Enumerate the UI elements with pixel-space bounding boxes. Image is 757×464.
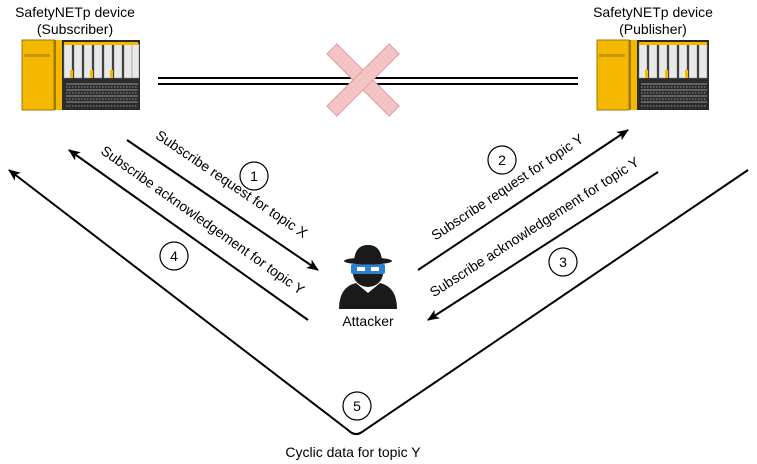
arrow-m2 bbox=[417, 129, 629, 271]
step-3-circle bbox=[548, 247, 578, 277]
publisher-device-icon bbox=[596, 39, 709, 111]
cross-icon bbox=[326, 43, 400, 117]
subscriber-device-name: SafetyNETp device bbox=[15, 4, 135, 20]
cyclic-data-label: Cyclic data for topic Y bbox=[285, 444, 421, 460]
step-2-label: 2 bbox=[498, 152, 506, 168]
subscriber-device-icon bbox=[21, 39, 140, 111]
message-1-label: Subscribe request for topic X bbox=[153, 127, 311, 242]
subscriber-device-title: SafetyNETp device (Subscriber) bbox=[0, 4, 150, 38]
publisher-device-role: (Publisher) bbox=[619, 21, 687, 37]
arrow-m1 bbox=[126, 139, 319, 271]
subscriber-device-role: (Subscriber) bbox=[36, 21, 114, 37]
step-1-circle bbox=[239, 161, 269, 191]
step-4-circle bbox=[159, 241, 189, 271]
attacker-label: Attacker bbox=[342, 313, 394, 329]
arrow-m3 bbox=[427, 171, 659, 321]
step-3-label: 3 bbox=[559, 254, 567, 270]
hacker-icon bbox=[339, 245, 397, 309]
step-2-circle bbox=[487, 145, 517, 175]
step-5-label: 5 bbox=[353, 398, 361, 414]
step-1-label: 1 bbox=[250, 168, 258, 184]
arrow-m4 bbox=[68, 149, 309, 321]
step-4-label: 4 bbox=[170, 248, 178, 264]
arrow-cyclic-data bbox=[8, 169, 749, 436]
step-5-circle bbox=[342, 391, 372, 421]
publisher-device-title: SafetyNETp device (Publisher) bbox=[578, 4, 728, 38]
publisher-device-name: SafetyNETp device bbox=[593, 4, 713, 20]
